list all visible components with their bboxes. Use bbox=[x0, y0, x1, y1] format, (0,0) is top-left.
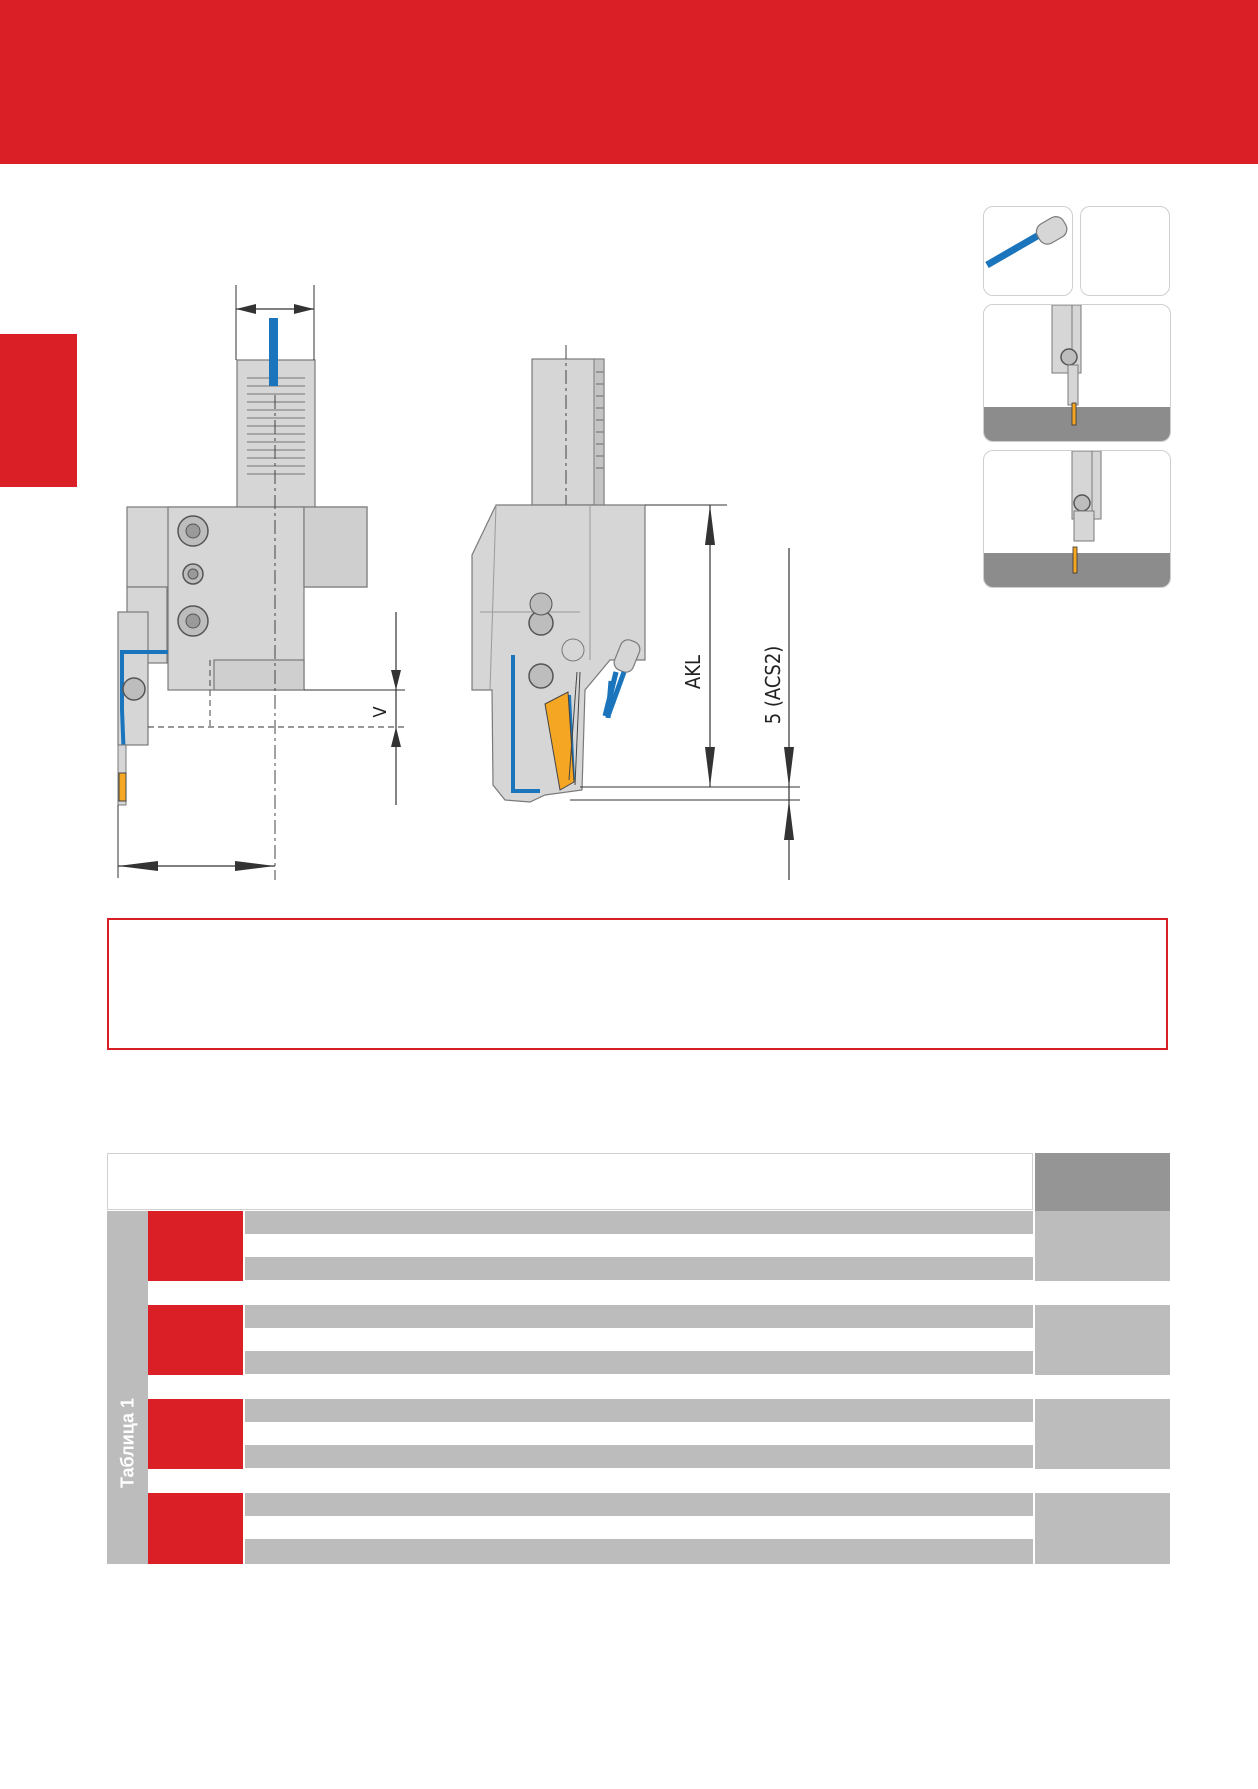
group-label-cell bbox=[148, 1399, 243, 1469]
table-row bbox=[245, 1211, 1033, 1234]
group-label-cell bbox=[148, 1211, 243, 1281]
table-side-column: Таблица 1 bbox=[107, 1211, 148, 1564]
table-group bbox=[148, 1211, 1170, 1281]
side-section-tab bbox=[0, 334, 77, 487]
header-band bbox=[0, 0, 1258, 164]
group-label-cell bbox=[148, 1493, 243, 1564]
grooving-operation-icon bbox=[984, 305, 1170, 441]
table-group bbox=[148, 1493, 1170, 1564]
group-value-cell bbox=[1035, 1399, 1170, 1469]
table-row bbox=[245, 1539, 1033, 1564]
parting-operation-icon bbox=[984, 451, 1170, 587]
group-value-cell bbox=[1035, 1493, 1170, 1564]
table-side-label: Таблица 1 bbox=[117, 1397, 138, 1489]
tool-holder-drawing: V bbox=[117, 285, 800, 880]
group-value-cell bbox=[1035, 1211, 1170, 1281]
table-row bbox=[245, 1445, 1033, 1468]
table-1: Таблица 1 bbox=[107, 1153, 1170, 1564]
table-group bbox=[148, 1399, 1170, 1469]
front-view: V bbox=[117, 285, 405, 880]
side-view: AKL 5 (ACS2) bbox=[471, 345, 800, 880]
dim-v-label: V bbox=[370, 706, 391, 717]
table-row bbox=[245, 1516, 1033, 1539]
coolant-icon-card bbox=[983, 206, 1073, 296]
table-row bbox=[245, 1234, 1033, 1257]
table-row bbox=[245, 1351, 1033, 1374]
table-row bbox=[245, 1305, 1033, 1328]
table-row bbox=[245, 1493, 1033, 1516]
table-row bbox=[245, 1422, 1033, 1445]
blank-icon-card bbox=[1080, 206, 1170, 296]
table-row bbox=[245, 1257, 1033, 1280]
note-box bbox=[107, 918, 1168, 1050]
group-value-cell bbox=[1035, 1305, 1170, 1375]
table-header-right bbox=[1035, 1153, 1170, 1211]
grooving-icon-card bbox=[983, 304, 1171, 442]
coolant-nozzle-icon bbox=[985, 216, 1068, 269]
parting-icon-card bbox=[983, 450, 1171, 588]
table-group bbox=[148, 1305, 1170, 1375]
table-header bbox=[107, 1153, 1033, 1210]
group-label-cell bbox=[148, 1305, 243, 1375]
dim-5-acs2-label: 5 (ACS2) bbox=[761, 646, 785, 725]
table-row bbox=[245, 1328, 1033, 1351]
table-row bbox=[245, 1399, 1033, 1422]
dim-akl-label: AKL bbox=[681, 655, 705, 689]
